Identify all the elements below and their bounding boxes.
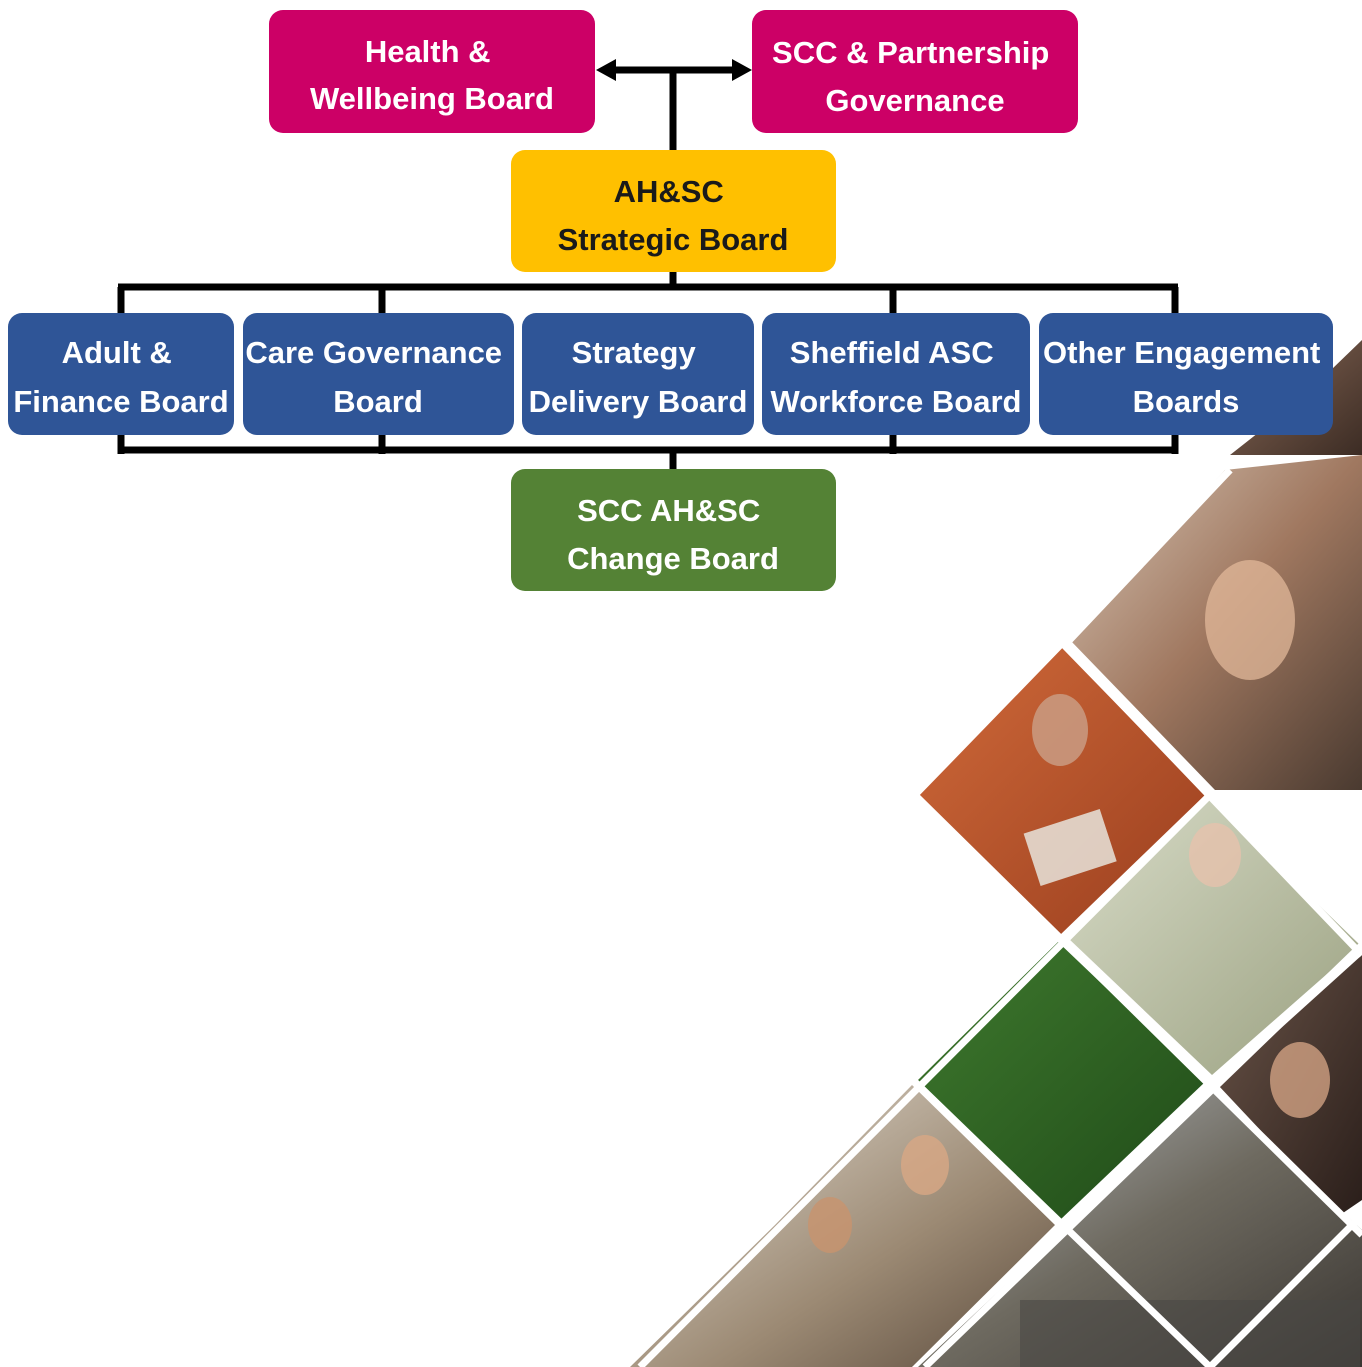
node-label: Adult & Finance Board <box>13 335 228 419</box>
photo-detail-face <box>1032 694 1088 766</box>
node-box <box>762 313 1030 435</box>
node-strategy-delivery-board: Strategy Delivery Board <box>522 313 754 435</box>
node-label: SCC AH&SC Change Board <box>567 493 779 576</box>
node-box <box>752 10 1078 133</box>
node-care-governance-board: Care Governance Board <box>243 313 514 435</box>
photo-detail-newspaper <box>1023 808 1117 886</box>
node-label: Strategy Delivery Board <box>529 335 748 419</box>
node-box <box>1039 313 1333 435</box>
photo-detail-face <box>901 1135 949 1195</box>
node-label: SCC & Partnership Governance <box>772 35 1058 118</box>
photo-collage <box>630 340 1362 1367</box>
node-health-wellbeing-board: Health & Wellbeing Board <box>269 10 595 133</box>
arrowhead-right <box>732 59 752 81</box>
node-label: Sheffield ASC Workforce Board <box>771 335 1022 419</box>
collage-separators <box>637 467 1362 1367</box>
node-label: Other Engagement Boards <box>1043 335 1329 419</box>
node-box <box>511 469 836 591</box>
photo-tile-people-exercising-outdoors <box>918 1090 1362 1367</box>
node-other-engagement-boards: Other Engagement Boards <box>1039 313 1333 435</box>
node-box <box>8 313 234 435</box>
photo-detail-face <box>808 1197 852 1253</box>
node-scc-partnership-governance: SCC & Partnership Governance <box>752 10 1078 133</box>
node-scc-ahsc-change-board: SCC AH&SC Change Board <box>511 469 836 591</box>
node-box <box>522 313 754 435</box>
node-ahsc-strategic-board: AH&SC Strategic Board <box>511 150 836 272</box>
node-sheffield-asc-workforce-board: Sheffield ASC Workforce Board <box>762 313 1030 435</box>
node-adult-finance-board: Adult & Finance Board <box>8 313 234 435</box>
node-label: Care Governance Board <box>245 335 510 419</box>
arrowhead-left <box>596 59 616 81</box>
node-box <box>511 150 836 272</box>
photo-tile-elderly-woman-reading-newspaper <box>918 648 1205 935</box>
photo-detail-face <box>1205 560 1295 680</box>
node-label: Health & Wellbeing Board <box>310 34 554 116</box>
photo-detail-path <box>1020 1300 1360 1367</box>
photo-detail-face <box>1270 1042 1330 1118</box>
node-box <box>243 313 514 435</box>
connector-arrowheads <box>596 59 752 81</box>
node-box <box>269 10 595 133</box>
photo-detail-face <box>1189 823 1241 887</box>
node-label: AH&SC Strategic Board <box>558 174 789 257</box>
